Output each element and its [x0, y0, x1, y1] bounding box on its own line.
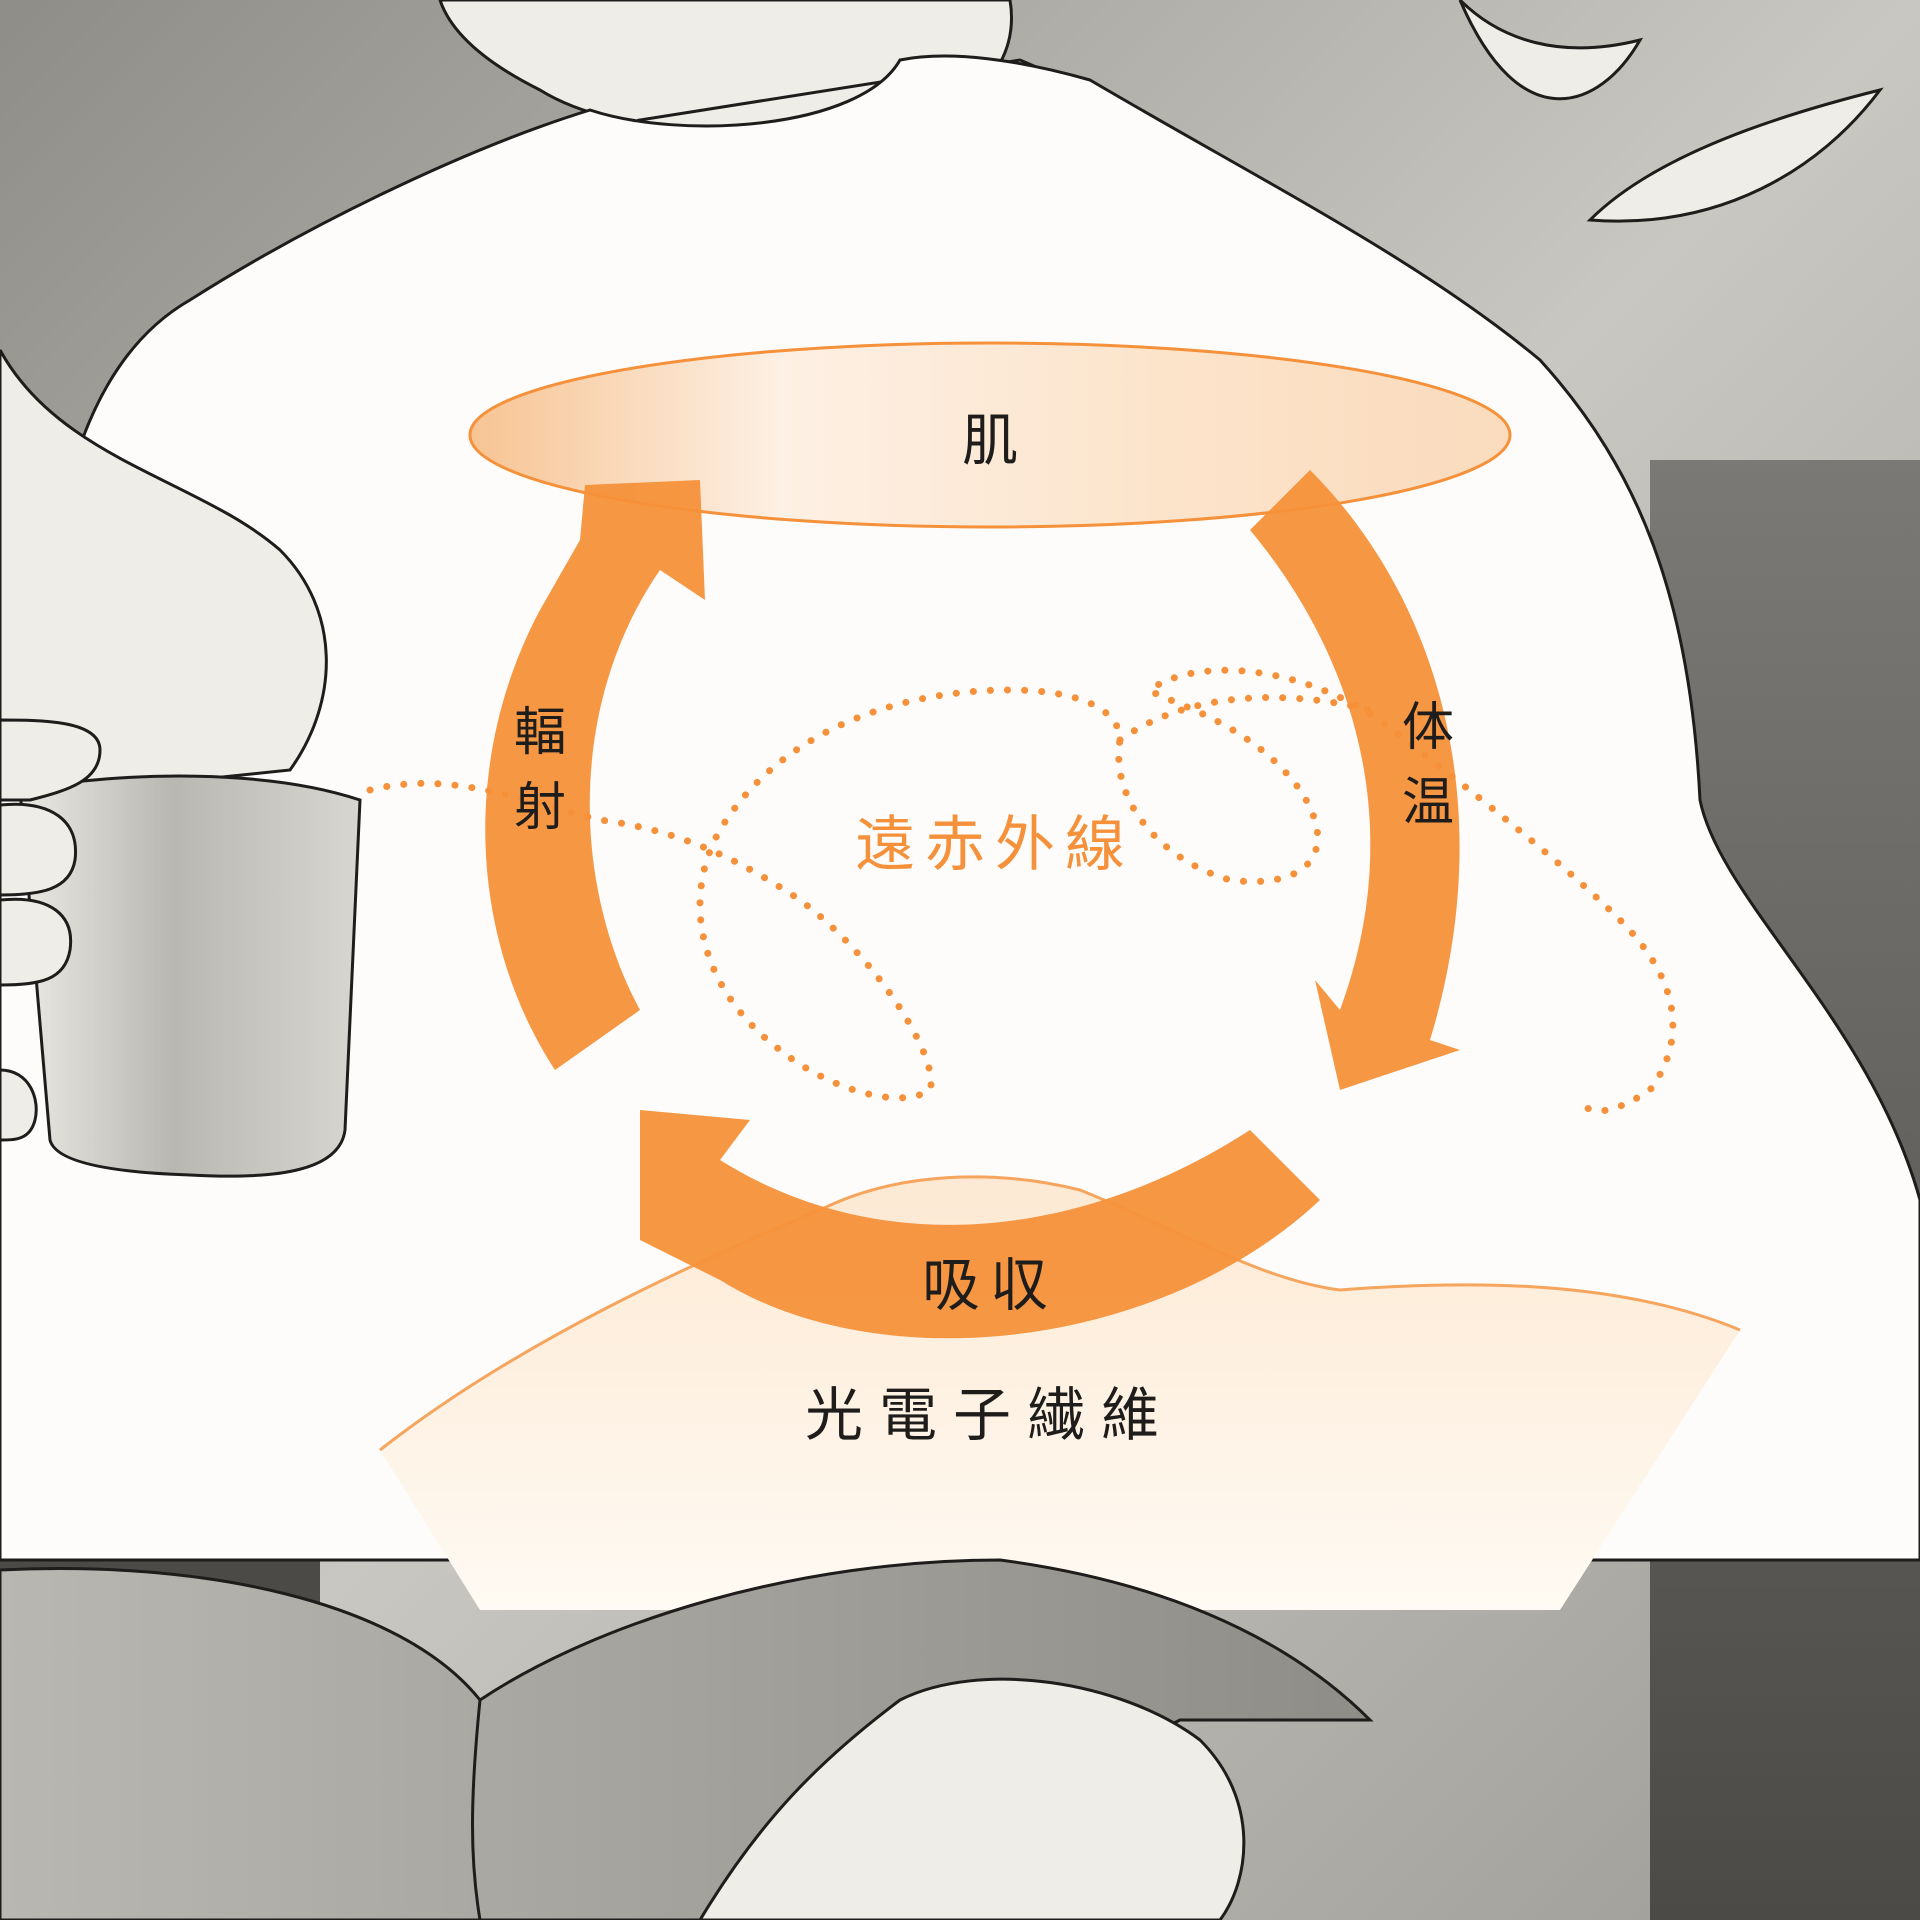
mug — [18, 774, 362, 1178]
far-infrared-label: 遠赤外線 — [855, 810, 1135, 880]
fiber-outline — [379, 1175, 1741, 1452]
body-heat-label-char-1: 体 — [1402, 698, 1454, 758]
skin-ellipse — [468, 341, 1512, 529]
radiation-label-char-1: 輻 — [514, 703, 566, 763]
radiation-label: 輻 射 — [514, 703, 566, 838]
body-heat-label: 体 温 — [1402, 698, 1454, 833]
cycle-arrows — [485, 470, 1460, 1339]
fiber-label: 光電子繊維 — [805, 1381, 1175, 1449]
hand — [698, 1677, 1246, 1920]
hand — [0, 897, 73, 987]
fiber-region — [380, 1176, 1740, 1610]
absorption-arrow — [640, 1110, 1320, 1339]
body-heat-arrow — [1250, 470, 1460, 1090]
absorption-label: 吸収 — [922, 1251, 1058, 1319]
skin-label: 肌 — [962, 409, 1018, 474]
radiation-arrow — [485, 480, 705, 1070]
far-infrared-dotted-paths — [366, 666, 1677, 1115]
radiation-label-char-2: 射 — [514, 778, 566, 838]
leaf-shape — [1586, 87, 1884, 223]
hand — [0, 1068, 38, 1142]
hand — [0, 718, 102, 802]
arm — [0, 349, 328, 802]
leaf-shape — [1458, 0, 1644, 101]
hand — [0, 802, 78, 897]
book-page-line — [471, 1699, 482, 1920]
body-heat-label-char-2: 温 — [1402, 773, 1454, 833]
